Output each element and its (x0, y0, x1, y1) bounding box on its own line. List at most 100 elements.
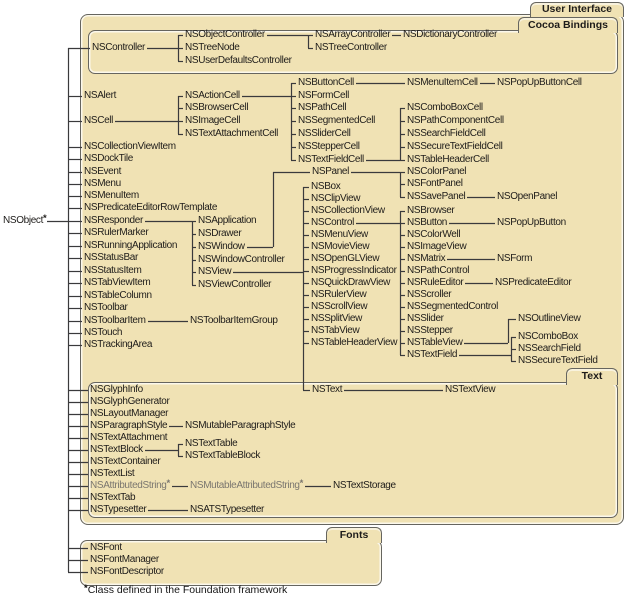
class-nstoolbaritem: NSToolbarItem (84, 315, 146, 326)
class-nsdictionarycontroller: NSDictionaryController (403, 29, 497, 40)
class-nsrulerview: NSRulerView (311, 289, 367, 300)
class-nssearchfieldcell: NSSearchFieldCell (407, 128, 486, 139)
user-interface-tab: User Interface (530, 2, 624, 17)
cocoa-bindings-box (88, 30, 618, 74)
class-nspopupbutton: NSPopUpButton (497, 217, 566, 228)
class-nsbrowser: NSBrowser (407, 205, 455, 216)
class-nsalert: NSAlert (84, 90, 117, 101)
class-nsmatrix: NSMatrix (407, 253, 446, 264)
class-nstexttableblock: NSTextTableBlock (185, 450, 260, 461)
class-nscolorwell: NSColorWell (407, 229, 461, 240)
class-nssecuretextfieldcell: NSSecureTextFieldCell (407, 141, 503, 152)
class-nsbox: NSBox (311, 181, 341, 192)
class-nspathcell: NSPathCell (298, 102, 347, 113)
class-nstexttable: NSTextTable (185, 438, 238, 449)
class-nsscrollview: NSScrollView (311, 301, 368, 312)
class-nsimagecell: NSImageCell (185, 115, 241, 126)
class-nspredicateeditor: NSPredicateEditor (495, 277, 572, 288)
class-nstexttab: NSTextTab (90, 492, 136, 503)
footnote-asterisk: * (84, 582, 88, 594)
class-nsatstypesetter: NSATSTypesetter (190, 504, 265, 515)
class-nsview: NSView (198, 266, 232, 277)
class-nsparagraphstyle: NSParagraphStyle (90, 420, 168, 431)
class-nstextattachmentcell: NSTextAttachmentCell (185, 128, 279, 139)
class-nsmenuitemcell: NSMenuItemCell (407, 77, 478, 88)
class-nssteppercell: NSStepperCell (298, 141, 360, 152)
class-nsmenuitem: NSMenuItem (84, 190, 139, 201)
foundation-asterisk: * (299, 477, 304, 489)
class-nscontroller: NSController (92, 42, 146, 53)
class-nstextfieldcell: NSTextFieldCell (298, 154, 364, 165)
class-nsfontmanager: NSFontManager (90, 554, 159, 565)
class-nsform: NSForm (497, 253, 533, 264)
class-nsformcell: NSFormCell (298, 90, 349, 101)
foundation-asterisk: * (166, 477, 171, 489)
class-nsfont: NSFont (90, 542, 122, 553)
class-nsquickdrawview: NSQuickDrawView (311, 277, 391, 288)
class-nsstatusbar: NSStatusBar (84, 252, 138, 263)
class-nsviewcontroller: NSViewController (198, 279, 272, 290)
class-nsstatusitem: NSStatusItem (84, 265, 142, 276)
class-nssavepanel: NSSavePanel (407, 191, 466, 202)
class-nsopenpanel: NSOpenPanel (497, 191, 558, 202)
class-nsfontdescriptor: NSFontDescriptor (90, 566, 164, 577)
class-nsuserdefaultscontroller: NSUserDefaultsController (185, 55, 292, 66)
class-nstextattachment: NSTextAttachment (90, 432, 168, 443)
class-nscollectionviewitem: NSCollectionViewItem (84, 141, 176, 152)
class-nsrunningapplication: NSRunningApplication (84, 240, 178, 251)
class-nsattributedstring: NSAttributedString* (90, 477, 171, 492)
class-nsslider: NSSlider (407, 313, 444, 324)
class-nsslidercell: NSSliderCell (298, 128, 351, 139)
class-nscomboboxcell: NSComboBoxCell (407, 102, 483, 113)
class-nssplitview: NSSplitView (311, 313, 362, 324)
class-nswindowcontroller: NSWindowController (198, 254, 285, 265)
class-nsruleeditor: NSRuleEditor (407, 277, 464, 288)
class-nstablecolumn: NSTableColumn (84, 290, 152, 301)
class-nsdrawer: NSDrawer (198, 228, 242, 239)
class-nspredicateeditorrowtemplate: NSPredicateEditorRowTemplate (84, 202, 218, 213)
class-nssecuretextfield: NSSecureTextField (518, 355, 598, 366)
class-nsmutableparagraphstyle: NSMutableParagraphStyle (185, 420, 296, 431)
class-nstableheaderview: NSTableHeaderView (311, 337, 398, 348)
class-nsscroller: NSScroller (407, 289, 452, 300)
class-nstabview: NSTabView (311, 325, 360, 336)
class-nslayoutmanager: NSLayoutManager (90, 408, 169, 419)
class-nstextview: NSTextView (445, 384, 496, 395)
class-nstypesetter: NSTypesetter (90, 504, 147, 515)
class-nstableview: NSTableView (407, 337, 463, 348)
class-nsbrowsercell: NSBrowserCell (185, 102, 249, 113)
fonts-tab: Fonts (326, 527, 382, 543)
footnote-text: Class defined in the Foundation framewor… (87, 584, 288, 596)
class-nstrackingarea: NSTrackingArea (84, 339, 153, 350)
class-nssegmentedcell: NSSegmentedCell (298, 115, 376, 126)
class-nsrulermarker: NSRulerMarker (84, 227, 149, 238)
class-nsmutableattributedstring: NSMutableAttributedString* (190, 477, 304, 492)
class-nscombobox: NSComboBox (518, 331, 578, 342)
class-nstextblock: NSTextBlock (90, 444, 143, 455)
class-nsmenu: NSMenu (84, 178, 121, 189)
class-nsstepper: NSStepper (407, 325, 453, 336)
class-nstouch: NSTouch (84, 327, 123, 338)
class-nspathcomponentcell: NSPathComponentCell (407, 115, 504, 126)
class-nscontrol: NSControl (311, 217, 354, 228)
class-nsevent: NSEvent (84, 166, 122, 177)
class-nstextstorage: NSTextStorage (333, 480, 396, 491)
class-nsobjectcontroller: NSObjectController (185, 29, 265, 40)
class-nsactioncell: NSActionCell (185, 90, 240, 101)
class-nstableheadercell: NSTableHeaderCell (407, 154, 489, 165)
fonts-box (80, 540, 382, 586)
class-nsfontpanel: NSFontPanel (407, 178, 463, 189)
class-nssearchfield: NSSearchField (518, 343, 581, 354)
class-nscell: NSCell (84, 115, 114, 126)
class-nstextcontainer: NSTextContainer (90, 456, 161, 467)
class-nsdocktile: NSDockTile (84, 153, 133, 164)
class-nsclipview: NSClipView (311, 193, 361, 204)
class-nsoutlineview: NSOutlineView (518, 313, 581, 324)
class-nstextlist: NSTextList (90, 468, 135, 479)
class-nsbuttoncell: NSButtonCell (298, 77, 354, 88)
class-nsbutton: NSButton (407, 217, 448, 228)
text-tab: Text (566, 368, 618, 385)
class-nsglyphgenerator: NSGlyphGenerator (90, 396, 170, 407)
class-nstoolbar: NSToolbar (84, 302, 128, 313)
